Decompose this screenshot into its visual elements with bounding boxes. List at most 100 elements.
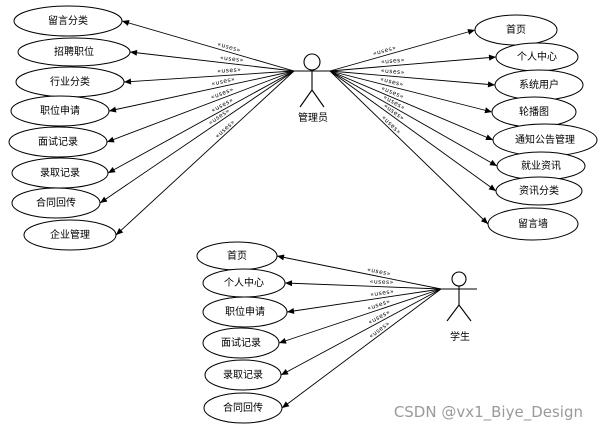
- admin-left-association-8: [115, 70, 295, 236]
- admin-left-use-case-6[interactable]: 录取记录: [11, 157, 109, 189]
- association-lines: «uses»«uses»«uses»«uses»«uses»«uses»«use…: [99, 20, 498, 409]
- student-association-2: [284, 282, 442, 290]
- use-case-label: 轮播图: [519, 105, 549, 118]
- admin-left-arrowhead-1: [122, 20, 130, 26]
- watermark: CSDN @vx1_Biye_Design: [394, 403, 583, 422]
- use-case-ellipse: [495, 176, 583, 206]
- admin-right-use-case-5[interactable]: 通知公告管理: [492, 123, 598, 157]
- use-case-label: 个人中心: [517, 50, 557, 63]
- student-use-case-1[interactable]: 首页: [196, 241, 278, 271]
- student-association-3: [286, 288, 442, 313]
- admin-right-use-case-7[interactable]: 资讯分类: [495, 176, 583, 206]
- use-case-label: 留言分类: [48, 14, 88, 27]
- student-actor-right-leg: [458, 304, 472, 322]
- student-arrowhead-2: [285, 280, 293, 287]
- student-actor-head: [451, 271, 467, 287]
- admin-left-arrowhead-3: [124, 78, 132, 85]
- use-cases: 留言分类招聘职位行业分类职位申请面试记录录取记录合同回传企业管理首页个人中心系统…: [8, 5, 598, 424]
- use-case-label: 职位申请: [40, 104, 80, 117]
- use-case-label: 面试记录: [38, 135, 78, 148]
- admin-left-use-case-7[interactable]: 合同回传: [11, 187, 101, 219]
- admin-left-association-1: [121, 20, 295, 72]
- student-association-5: [280, 288, 442, 376]
- admin-left-association-6: [107, 70, 295, 174]
- admin-left-use-case-2[interactable]: 招聘职位: [17, 37, 131, 67]
- admin-left-use-case-8[interactable]: 企业管理: [23, 219, 117, 251]
- student-association-1: [276, 255, 442, 290]
- use-case-label: 系统用户: [519, 78, 559, 91]
- admin-left-association-7: [99, 70, 295, 204]
- student-use-case-2[interactable]: 个人中心: [202, 268, 286, 298]
- admin-right-use-case-2[interactable]: 个人中心: [495, 42, 579, 72]
- admin-right-arrowhead-3: [487, 81, 495, 88]
- student-use-case-4[interactable]: 面试记录: [202, 327, 280, 359]
- student-uses-label-2: «uses»: [370, 278, 394, 286]
- admin-left-use-case-3[interactable]: 行业分类: [15, 66, 125, 98]
- admin-left-arrowhead-7: [100, 196, 108, 203]
- use-case-label: 就业资讯: [521, 159, 561, 172]
- use-case-ellipse: [202, 296, 288, 328]
- student-association-4: [278, 288, 442, 344]
- student-use-case-3[interactable]: 职位申请: [202, 296, 288, 328]
- admin-left-association-3: [123, 70, 295, 83]
- admin-left-use-case-4[interactable]: 职位申请: [10, 95, 110, 127]
- use-case-label: 资讯分类: [519, 184, 559, 197]
- admin-left-use-case-5[interactable]: 面试记录: [8, 126, 108, 158]
- use-case-ellipse: [204, 359, 282, 391]
- use-case-label: 通知公告管理: [515, 133, 575, 146]
- student-use-case-5[interactable]: 录取记录: [204, 359, 282, 391]
- admin-right-association-1: [329, 29, 476, 72]
- admin-actor-head: [303, 53, 321, 71]
- student-arrowhead-6: [282, 401, 290, 408]
- student-actor-left-leg: [446, 304, 460, 322]
- admin-right-arrowhead-1: [467, 29, 475, 35]
- use-case-ellipse: [202, 327, 280, 359]
- admin-left-association-4: [108, 70, 295, 112]
- use-case-label: 合同回传: [223, 401, 263, 414]
- admin-right-arrowhead-7: [488, 184, 496, 191]
- admin-right-use-case-8[interactable]: 留言墙: [487, 207, 579, 241]
- admin-actor: 管理员: [294, 53, 330, 124]
- use-case-ellipse: [11, 187, 101, 219]
- student-actor-label: 学生: [450, 330, 470, 343]
- student-arrowhead-4: [279, 337, 287, 344]
- use-case-label: 企业管理: [50, 228, 90, 241]
- use-case-ellipse: [23, 219, 117, 251]
- admin-left-arrowhead-6: [108, 167, 116, 173]
- admin-right-association-7: [329, 70, 497, 192]
- admin-left-use-case-1[interactable]: 留言分类: [13, 5, 123, 37]
- use-case-label: 招聘职位: [54, 45, 94, 58]
- admin-actor-left-leg: [299, 89, 313, 108]
- use-case-ellipse: [487, 207, 579, 241]
- admin-right-association-2: [329, 56, 497, 72]
- admin-left-association-2: [129, 51, 295, 72]
- admin-left-arrowhead-8: [116, 228, 124, 235]
- admin-right-use-case-3[interactable]: 系统用户: [494, 69, 584, 101]
- use-case-label: 首页: [506, 23, 526, 36]
- admin-right-uses-label-2: «uses»: [381, 57, 406, 66]
- use-case-label: 留言墙: [518, 217, 548, 230]
- use-case-ellipse: [8, 126, 108, 158]
- admin-right-association-5: [329, 70, 494, 141]
- admin-right-association-3: [329, 70, 496, 86]
- admin-right-association-8: [329, 70, 489, 225]
- use-case-label: 首页: [227, 249, 247, 262]
- student-actor: 学生: [441, 271, 477, 343]
- admin-right-use-case-6[interactable]: 就业资讯: [496, 151, 586, 181]
- admin-left-arrowhead-5: [107, 136, 115, 143]
- admin-left-arrowhead-4: [109, 106, 117, 113]
- admin-right-arrowhead-5: [485, 134, 493, 141]
- student-use-case-6[interactable]: 合同回传: [203, 392, 283, 424]
- admin-right-use-case-4[interactable]: 轮播图: [491, 96, 577, 128]
- admin-right-arrowhead-6: [489, 159, 497, 166]
- student-arrowhead-3: [287, 307, 295, 314]
- admin-left-uses-label-2: «uses»: [219, 54, 244, 64]
- admin-right-use-case-1[interactable]: 首页: [474, 14, 558, 46]
- use-case-label: 录取记录: [40, 167, 80, 179]
- admin-right-association-4: [329, 70, 493, 113]
- use-case-label: 行业分类: [50, 75, 90, 88]
- admin-left-arrowhead-2: [130, 49, 138, 56]
- admin-left-uses-label-3: «uses»: [217, 66, 241, 75]
- admin-right-association-6: [329, 70, 498, 167]
